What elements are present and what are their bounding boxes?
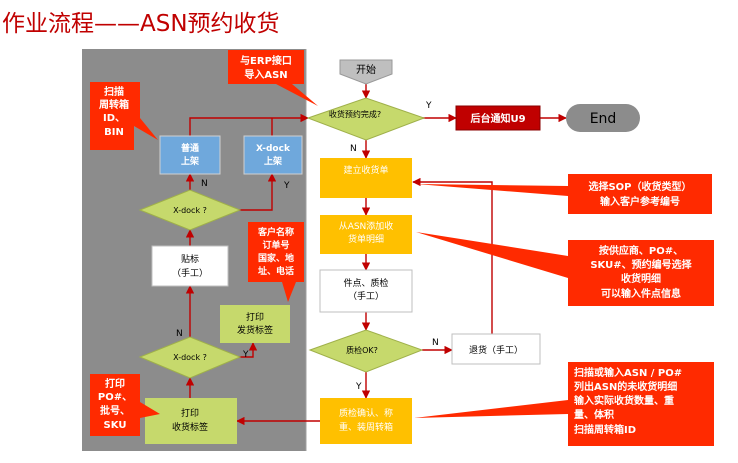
print-receipt-label-node: 打印 收货标签 — [145, 398, 237, 444]
yes-label: Y — [283, 181, 290, 191]
callout-erp-line: 导入ASN — [244, 69, 287, 81]
callout-sop-line: 选择SOP（收货类型） — [588, 180, 691, 193]
callout-supplier-line: SKU#、预约编号选择 — [590, 258, 692, 271]
decision-xdock-top: X-dock ? — [138, 189, 242, 231]
print-ship-label-node: 打印 发货标签 — [220, 305, 290, 343]
decision-qc-ok: 质检OK? — [308, 329, 424, 373]
callout-supplier: 按供应商、PO#、 SKU#、预约编号选择 收货明细 可以输入件点信息 — [416, 232, 714, 306]
callout-print-po-line: SKU — [104, 420, 127, 431]
confirm-weigh-label-1: 质检确认、称 — [339, 407, 393, 419]
add-asn-detail-label-1: 从ASN添加收 — [339, 220, 394, 232]
yes-label: Y — [242, 350, 249, 360]
end-label: End — [590, 111, 617, 127]
page-title: 作业流程——ASN预约收货 — [2, 11, 280, 37]
apply-label-2: （手工） — [172, 267, 208, 279]
xdock-putaway-node: X-dock 上架 — [243, 135, 303, 175]
callout-customer-info-line: 客户名称 — [257, 226, 294, 238]
end-node: End — [566, 104, 640, 132]
callout-scan-asn-line: 扫描或输入ASN / PO# — [574, 366, 682, 379]
callout-sop: 选择SOP（收货类型） 输入客户参考编号 — [416, 174, 712, 214]
confirm-weigh-node: 质检确认、称 重、装周转箱 — [320, 398, 412, 444]
no-label: N — [432, 338, 439, 348]
confirm-weigh-label-2: 重、装周转箱 — [339, 421, 393, 433]
callout-supplier-line: 按供应商、PO#、 — [599, 244, 683, 257]
callout-customer-info-line: 订单号 — [262, 239, 289, 251]
callout-print-po-line: 打印 — [105, 377, 125, 390]
callout-scan-box-line: 扫描 — [104, 85, 124, 98]
yes-label: Y — [355, 382, 362, 392]
add-asn-detail-label-2: 货单明细 — [348, 233, 384, 245]
count-qc-label-1: 件点、质检 — [343, 277, 388, 289]
callout-scan-asn-line: 输入实际收货数量、重 — [574, 394, 674, 407]
apply-label-1: 贴标 — [181, 253, 199, 265]
notify-u9-node: 后台通知U9 — [455, 105, 541, 131]
callout-scan-asn: 扫描或输入ASN / PO# 列出ASN的未收货明细 输入实际收货数量、重 量、… — [414, 362, 714, 446]
add-asn-detail-node: 从ASN添加收 货单明细 — [320, 215, 412, 254]
callout-scan-box: 扫描 周转箱 ID、 BIN — [90, 82, 158, 150]
callout-scan-box-line: BIN — [104, 127, 124, 138]
print-receipt-label-2: 收货标签 — [172, 421, 208, 433]
decision-xdock-top-label: X-dock ? — [173, 206, 207, 215]
decision-qc-ok-label: 质检OK? — [346, 345, 378, 355]
callout-supplier-line: 可以输入件点信息 — [601, 287, 681, 300]
decision-xdock-bottom: X-dock ? — [138, 336, 242, 379]
callout-sop-line: 输入客户参考编号 — [600, 195, 680, 208]
callout-customer-info: 客户名称 订单号 国家、地 址、电话 — [248, 222, 304, 302]
normal-putaway-node: 普通 上架 — [159, 135, 221, 175]
print-ship-label-1: 打印 — [246, 311, 264, 323]
return-node: 退货（手工） — [451, 333, 541, 365]
start-node: 开始 — [339, 59, 393, 85]
callout-erp-line: 与ERP接口 — [240, 54, 292, 67]
start-label: 开始 — [356, 63, 376, 76]
callout-scan-box-line: ID、 — [103, 113, 125, 124]
callout-scan-box-line: 周转箱 — [99, 98, 129, 111]
count-qc-label-2: （手工） — [348, 290, 384, 302]
notify-u9-label: 后台通知U9 — [470, 112, 525, 125]
no-label: N — [350, 144, 357, 154]
xdock-putaway-label-1: X-dock — [256, 144, 291, 154]
normal-putaway-label-2: 上架 — [181, 155, 199, 167]
return-label: 退货（手工） — [469, 344, 523, 356]
no-label: N — [201, 179, 208, 189]
print-receipt-label-1: 打印 — [181, 407, 199, 419]
callout-scan-asn-line: 扫描周转箱ID — [574, 423, 636, 436]
create-receipt-node: 建立收货单 — [320, 158, 412, 198]
callout-customer-info-line: 址、电话 — [258, 265, 294, 277]
decision-xdock-bottom-label: X-dock ? — [173, 353, 207, 362]
decision-receipt-complete-label: 收货预约完成? — [329, 109, 381, 119]
create-receipt-label: 建立收货单 — [343, 164, 388, 176]
no-label: N — [176, 329, 183, 339]
callout-erp: 与ERP接口 导入ASN — [228, 50, 318, 106]
yes-label: Y — [425, 101, 432, 111]
callout-supplier-line: 收货明细 — [621, 272, 661, 285]
print-ship-label-2: 发货标签 — [237, 324, 273, 336]
apply-label-node: 贴标 （手工） — [151, 245, 229, 287]
callout-scan-asn-line: 量、体积 — [574, 408, 614, 421]
callout-print-po-line: PO#、 — [98, 392, 132, 403]
decision-receipt-complete: 收货预约完成? — [306, 97, 426, 141]
callout-scan-asn-line: 列出ASN的未收货明细 — [574, 380, 677, 393]
normal-putaway-label-1: 普通 — [181, 142, 199, 154]
callout-customer-info-line: 国家、地 — [258, 252, 294, 264]
count-qc-node: 件点、质检 （手工） — [319, 269, 413, 313]
xdock-putaway-label-2: 上架 — [264, 155, 282, 167]
callout-print-po: 打印 PO#、 批号、 SKU — [90, 374, 160, 436]
callout-print-po-line: 批号、 — [100, 404, 130, 417]
